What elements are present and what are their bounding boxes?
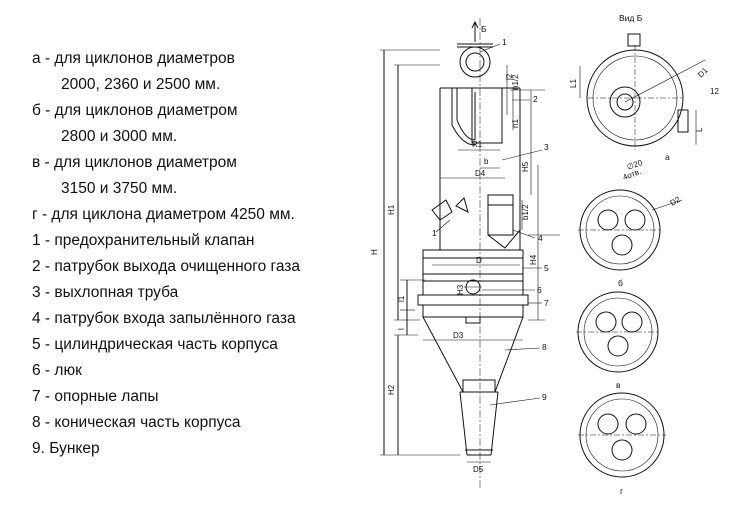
bunker [459, 391, 499, 456]
variant-g: г [620, 486, 623, 496]
dim-L: L [695, 127, 704, 132]
dim-b1-2: b1/2 [521, 204, 530, 220]
legend-line: 6 - люк [32, 362, 82, 379]
callout-3: 3 [544, 142, 549, 152]
dim-n1: n1 [511, 119, 520, 128]
legend-line: 2000, 2360 и 2500 мм. [61, 76, 221, 93]
view-b: Вид Б L1 L D1 12 ∅20 4отв. а [569, 13, 719, 182]
variant-v: в [616, 380, 621, 390]
callout-1: 1 [502, 37, 507, 47]
legend-line: 2 - патрубок выхода очищенного газа [32, 258, 301, 275]
cylinder-body [417, 18, 529, 490]
legend-line: 5 - цилиндрическая часть корпуса [32, 336, 278, 353]
dim-b: b [484, 157, 489, 166]
arrow-b-label: Б [481, 24, 487, 34]
dim-n1-2: n1/2 [511, 74, 520, 90]
dim-L1: L1 [569, 79, 578, 88]
dim-D3: D3 [453, 331, 464, 340]
callout-9: 9 [542, 392, 547, 402]
legend-line: 1 - предохранительный клапан [32, 232, 255, 249]
dim-holes: 4отв. [622, 167, 643, 182]
variant-g-view: г [578, 392, 666, 496]
dim-H1: H1 [387, 204, 396, 215]
variant-b: б [618, 278, 623, 288]
legend-line: 7 - опорные лапы [32, 388, 159, 405]
legend-line: 2800 и 3000 мм. [61, 128, 178, 145]
legend-line: 3150 и 3750 мм. [61, 180, 178, 197]
dim-D: D [476, 256, 482, 265]
cyclone-drawing: H H1 H2 l1 l Б [370, 13, 719, 496]
dim-l: l [397, 328, 406, 330]
legend-line: в - для циклонов диаметром [32, 154, 237, 171]
dim-R1: R1 [472, 140, 483, 149]
dim-D4: D4 [475, 169, 486, 178]
callout-2: 2 [533, 94, 538, 104]
legend-line: 9. Бункер [32, 440, 100, 457]
callout-8: 8 [542, 342, 547, 352]
variant-v-view: в [576, 291, 660, 390]
dim-H: H [370, 249, 379, 255]
dim-H3: H3 [456, 284, 465, 295]
conical-part [422, 316, 524, 393]
callout-7: 7 [544, 298, 549, 308]
dim-D1: D1 [696, 65, 710, 79]
legend-line: г - для циклона диаметром 4250 мм. [32, 206, 295, 223]
dim-D5: D5 [473, 465, 484, 474]
callouts: 1 2 3 4 5 6 7 8 9 1 [432, 37, 549, 406]
overall-dimensions: H H1 H2 l1 l [370, 49, 460, 456]
legend-line: 8 - коническая часть корпуса [32, 414, 241, 431]
dim-H5: H5 [521, 161, 530, 172]
dim-l1: l1 [397, 295, 406, 302]
safety-valve: Б [457, 20, 493, 78]
variant-a: а [665, 152, 670, 162]
internal-dimensions: R1 b D4 D D3 D5 n1/2 n1 l2 H5 H4 b1/2 H3 [423, 65, 560, 474]
legend-line: 3 - выхлопная труба [32, 284, 179, 301]
dim-D2: D2 [669, 195, 683, 208]
legend: а - для циклонов диаметров 2000, 2360 и 2… [32, 46, 372, 462]
legend-line: б - для циклонов диаметром [32, 102, 238, 119]
dim-l2: l2 [505, 73, 514, 80]
legend-line: 4 - патрубок входа запылённого газа [32, 310, 296, 327]
dim-H2: H2 [387, 384, 396, 395]
dim-H4: H4 [529, 254, 538, 265]
legend-line: а - для циклонов диаметров [32, 50, 235, 67]
callout-1-side: 1 [432, 228, 437, 238]
view-b-title: Вид Б [619, 13, 643, 23]
callout-6: 6 [537, 285, 542, 295]
dim-12: 12 [710, 87, 719, 96]
callout-4: 4 [538, 233, 543, 243]
variant-b-view: D2 б [578, 189, 683, 288]
callout-5: 5 [544, 263, 549, 273]
